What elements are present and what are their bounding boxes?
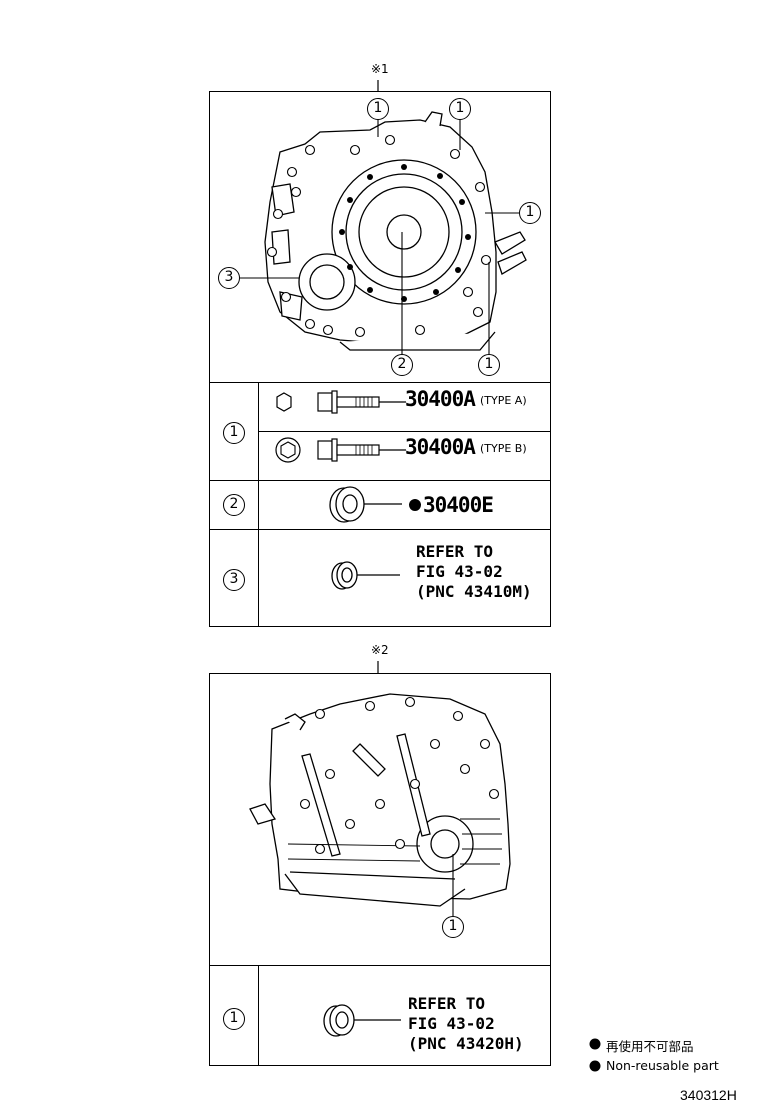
row-divider [258, 383, 259, 481]
refer-line-1: REFER TO [408, 994, 486, 1013]
part-number-30400e[interactable]: 30400E [423, 493, 494, 517]
marker-2-leader [377, 661, 379, 674]
refer-line-3: (PNC 43420H) [408, 1034, 524, 1053]
table-row-2: 2 30400E [210, 480, 550, 530]
callout-3: 3 [218, 267, 240, 289]
table-row-3: 3 REFER TO FIG 43-02 (PNC 43410M) [210, 529, 550, 627]
refer-line-2: FIG 43-02 [416, 562, 503, 581]
legend-jp: 再使用不可部品 [606, 1039, 694, 1054]
transmission-side-illustration [249, 693, 511, 916]
refer-line-3: (PNC 43410M) [416, 582, 532, 601]
transmission-front-illustration [240, 111, 527, 354]
seal-icon [331, 561, 400, 590]
diagram-1-frame: 1 1 1 3 2 1 1 30400A (TYPE A) 30400A [209, 91, 551, 627]
type-a-label: (TYPE A) [480, 394, 527, 407]
legend-dot-icon [589, 1060, 601, 1072]
bolt-type-b-icon [275, 437, 406, 463]
oil-seal-icon [329, 486, 402, 523]
sub-row-divider [258, 431, 550, 432]
callout-2: 2 [391, 354, 413, 376]
callout-1: 1 [367, 98, 389, 120]
table-row-1: 1 30400A (TYPE A) 30400A (TYPE B) [210, 382, 550, 481]
figure-code: 340312H [680, 1087, 737, 1103]
callout-1: 1 [478, 354, 500, 376]
seal-icon [323, 1004, 401, 1037]
row-ref-1: 1 [223, 422, 245, 444]
callout-1: 1 [442, 916, 464, 938]
part-number-30400a-type-b[interactable]: 30400A [405, 435, 476, 459]
callout-1: 1 [449, 98, 471, 120]
row-divider [258, 966, 259, 1066]
diagram-2-frame: 1 1 REFER TO FIG 43-02 (PNC 43420H) [209, 673, 551, 1066]
marker-2: ※2 [371, 643, 389, 657]
marker-1: ※1 [371, 62, 389, 76]
row-ref-3: 3 [223, 569, 245, 591]
callout-1: 1 [519, 202, 541, 224]
bolt-type-a-icon [276, 390, 406, 414]
refer-line-2: FIG 43-02 [408, 1014, 495, 1033]
row-divider [258, 481, 259, 530]
table-row-1: 1 REFER TO FIG 43-02 (PNC 43420H) [210, 965, 550, 1066]
type-b-label: (TYPE B) [480, 442, 527, 455]
refer-line-1: REFER TO [416, 542, 494, 561]
legend-dot-icon [589, 1038, 601, 1050]
legend-en: Non-reusable part [606, 1058, 719, 1073]
row-divider [258, 530, 259, 627]
row-ref-1: 1 [223, 1008, 245, 1030]
part-number-30400a-type-a[interactable]: 30400A [405, 387, 476, 411]
non-reusable-dot-icon [409, 499, 421, 511]
marker-1-leader [377, 80, 379, 92]
row-ref-2: 2 [223, 494, 245, 516]
